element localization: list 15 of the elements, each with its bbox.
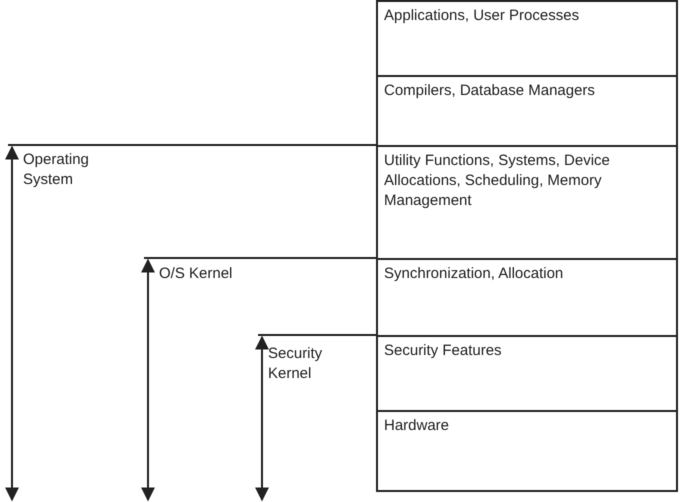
span-label: Operating System [23,150,90,190]
layer-box [376,335,678,410]
layer-text: Applications, User Processes [384,6,580,26]
layer-box [376,75,678,145]
span-label: Security Kernel [268,344,324,384]
layer-text: Hardware [384,416,450,436]
layer-text: Utility Functions, Systems, Device Allocations, Scheduling, Memory Management [384,151,611,211]
layer-box [376,258,678,335]
layer-box [376,145,678,258]
span-label: O/S Kernel [159,264,234,284]
layer-text: Security Features [384,341,503,361]
layer-box [376,0,678,75]
layer-text: Synchronization, Allocation [384,264,564,284]
layer-box [376,410,678,492]
layer-text: Compilers, Database Managers [384,81,596,101]
